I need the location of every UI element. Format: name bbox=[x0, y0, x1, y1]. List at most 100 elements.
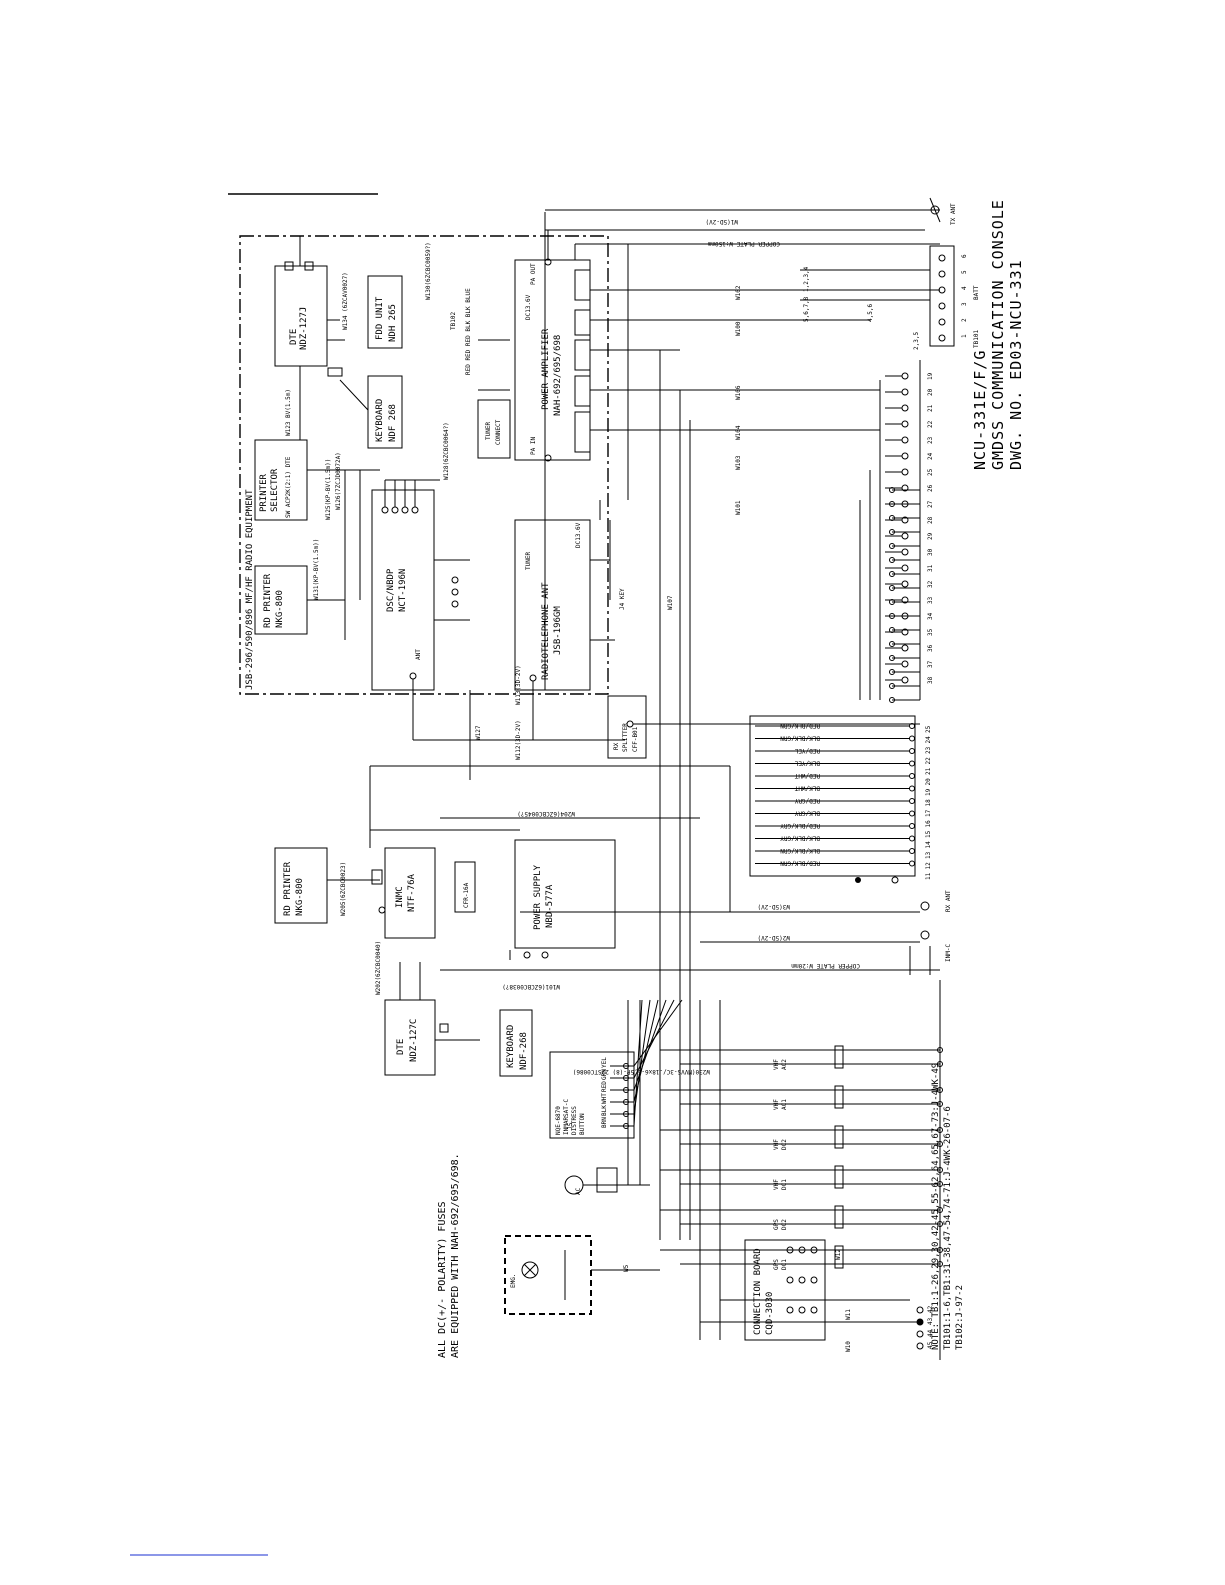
svg-text:NBD-577A: NBD-577A bbox=[545, 884, 555, 928]
tb1-bottom-terminal-number: 45 bbox=[927, 1341, 934, 1349]
cb-terminal bbox=[798, 1306, 806, 1314]
svg-text:NTF-76A: NTF-76A bbox=[407, 873, 417, 912]
fdd-box bbox=[367, 275, 403, 349]
radio-equipment-border bbox=[239, 235, 609, 695]
wire-color-label: BLK/YEL bbox=[794, 760, 820, 767]
nqe-wire-color: GRN bbox=[601, 1069, 608, 1080]
fuse-symbol bbox=[834, 1245, 844, 1269]
svg-text:KEYBOARD: KEYBOARD bbox=[375, 399, 385, 442]
svg-text:DTE: DTE bbox=[289, 329, 299, 345]
tb1-terminal bbox=[901, 420, 909, 428]
svg-text:NDF 268: NDF 268 bbox=[388, 404, 398, 442]
svg-text:RED RED RED BLK BLK BLUE: RED RED RED BLK BLK BLUE bbox=[465, 288, 472, 375]
fuse-note-line1: ALL DC(+/- POLARITY) FUSES bbox=[437, 1201, 448, 1358]
tb1-terminal-number: 25 bbox=[927, 468, 934, 476]
tb1-lower-terminal-number: 20 bbox=[925, 778, 932, 786]
dsc-box bbox=[371, 489, 435, 691]
tb1-terminal-number: 38 bbox=[927, 676, 934, 684]
tb1-terminal-number: 34 bbox=[927, 612, 934, 620]
tb1-lower-terminal-number: 13 bbox=[925, 851, 932, 859]
tb-note-line3: TB102:J-97-2 bbox=[955, 1285, 965, 1350]
tb1-terminal-number: 19 bbox=[927, 372, 934, 380]
rd-printer2-box bbox=[274, 847, 328, 924]
svg-text:COPPER PLATE W:20mm: COPPER PLATE W:20mm bbox=[791, 962, 860, 969]
tb1-lower-terminal-number: 23 bbox=[925, 746, 932, 754]
svg-text:DTE: DTE bbox=[396, 1039, 406, 1055]
svg-text:W102: W102 bbox=[735, 285, 742, 300]
tb1-lower-terminal-number: 16 bbox=[925, 820, 932, 828]
tuner-box bbox=[477, 399, 511, 459]
junction-dot bbox=[855, 877, 861, 883]
tb1-terminal-number: 26 bbox=[927, 484, 934, 492]
tb101-box bbox=[929, 245, 955, 347]
wire-color-label: BLK/GRY bbox=[794, 810, 820, 817]
tb1-terminal-number: 29 bbox=[927, 532, 934, 540]
cb-terminal bbox=[810, 1306, 818, 1314]
tb1-bottom-terminal bbox=[916, 1330, 924, 1338]
tb1-terminal bbox=[901, 580, 909, 588]
svg-text:J4 KEY: J4 KEY bbox=[619, 588, 626, 610]
svg-text:PRINTER: PRINTER bbox=[259, 473, 269, 512]
inm-c-terminal bbox=[920, 930, 930, 940]
svg-text:CONNECTION BOARD: CONNECTION BOARD bbox=[753, 1248, 763, 1335]
printer-selector-box bbox=[254, 439, 308, 521]
wire-terminal bbox=[909, 748, 915, 754]
svg-text:BATT: BATT bbox=[973, 285, 980, 300]
svg-text:NDZ-127J: NDZ-127J bbox=[299, 307, 309, 350]
tb1-terminal bbox=[901, 372, 909, 380]
svg-text:W113(3D-2V): W113(3D-2V) bbox=[515, 665, 522, 705]
tb1-terminal-number: 21 bbox=[927, 404, 934, 412]
svg-text:W130(6ZCBC0059?): W130(6ZCBC0059?) bbox=[425, 242, 432, 300]
svg-text:DISTRESS: DISTRESS bbox=[571, 1106, 578, 1135]
wire-terminal bbox=[909, 848, 915, 854]
tb1-lower-terminal-number: 14 bbox=[925, 841, 932, 849]
tb1-terminal-number: 23 bbox=[927, 436, 934, 444]
tx-ant-terminal bbox=[930, 205, 940, 215]
svg-text:W127: W127 bbox=[475, 725, 482, 740]
radio-equipment-label: JSB-296/590/896 MF/HF RADIO EQUIPMENT bbox=[245, 489, 255, 690]
svg-text:SW ACP2K(2:1) DTE: SW ACP2K(2:1) DTE bbox=[285, 456, 292, 518]
svg-text:W134 (6ZCAV0027): W134 (6ZCAV0027) bbox=[342, 272, 349, 330]
wire-terminal bbox=[909, 860, 915, 867]
svg-text:TUNER: TUNER bbox=[485, 422, 492, 440]
cb-terminal bbox=[786, 1276, 794, 1284]
svg-text:NAH-692/695/698: NAH-692/695/698 bbox=[553, 335, 563, 416]
tb1-terminal bbox=[901, 452, 909, 460]
svg-text:W131(KP-BV(1.5m)): W131(KP-BV(1.5m)) bbox=[313, 539, 320, 600]
ac-plug-icon bbox=[564, 1175, 584, 1195]
keyboard2-box bbox=[499, 1009, 533, 1077]
tb1-bottom-terminal bbox=[916, 1306, 924, 1314]
svg-text:W112(3D-2V): W112(3D-2V) bbox=[515, 720, 522, 760]
junction-dot bbox=[891, 876, 899, 884]
tb1-lower-terminal-number: 21 bbox=[925, 767, 932, 775]
svg-text:W128(6ZCBC0064?): W128(6ZCBC0064?) bbox=[443, 422, 450, 480]
tb1-lower-terminal-number: 24 bbox=[925, 736, 932, 744]
svg-text:NDH 265: NDH 265 bbox=[388, 304, 398, 342]
svg-text:6: 6 bbox=[961, 254, 968, 258]
svg-text:NQE-6870: NQE-6870 bbox=[555, 1106, 562, 1135]
svg-text:W3(5D-2V): W3(5D-2V) bbox=[757, 903, 790, 910]
svg-text:KEYBOARD: KEYBOARD bbox=[506, 1025, 516, 1068]
emg-box bbox=[504, 1235, 592, 1315]
tb1-lower-terminal-number: 11 bbox=[925, 872, 932, 880]
svg-text:PA IN: PA IN bbox=[530, 437, 537, 455]
svg-text:W5: W5 bbox=[623, 1264, 630, 1272]
wire-color-label: RED/WHT bbox=[794, 772, 820, 779]
wire-terminal bbox=[909, 785, 915, 792]
svg-text:W104: W104 bbox=[735, 425, 742, 440]
svg-text:5: 5 bbox=[961, 270, 968, 274]
wire-color-label: RED/BLK/GRY bbox=[780, 822, 820, 829]
svg-text:CFR-16A: CFR-16A bbox=[463, 882, 470, 908]
wire-terminal bbox=[909, 735, 915, 742]
svg-text:W103: W103 bbox=[735, 455, 742, 470]
tb1-bottom-terminal-number: 43 bbox=[927, 1317, 934, 1325]
tb1-terminal bbox=[901, 564, 909, 572]
tb1-lower-terminal-number: 17 bbox=[925, 809, 932, 817]
cb-terminal bbox=[786, 1306, 794, 1314]
nqe-box bbox=[549, 1051, 635, 1139]
svg-text:ANT: ANT bbox=[415, 649, 422, 660]
nqe-wire-color: WHT bbox=[601, 1093, 608, 1104]
